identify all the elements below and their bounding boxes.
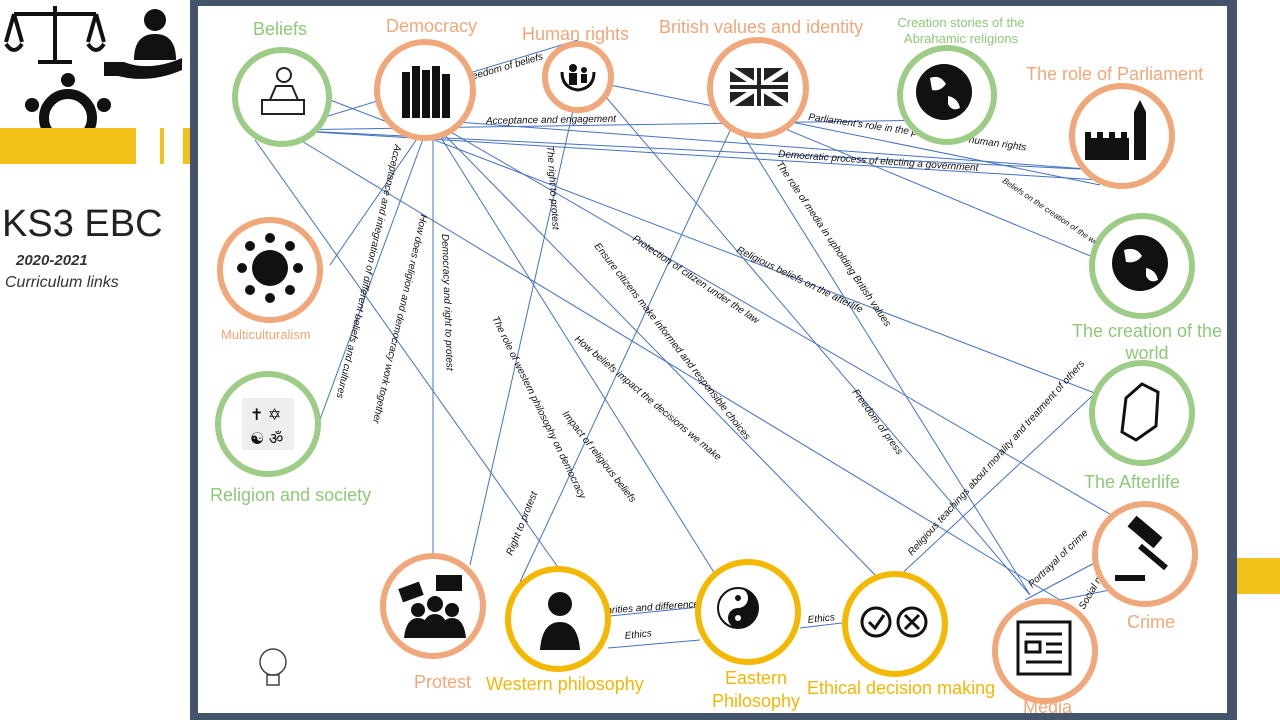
link-line — [1024, 559, 1101, 601]
afterlife-node[interactable] — [1089, 360, 1195, 466]
gold-bar-mid — [160, 128, 164, 164]
year-label: 2020-2021 — [16, 252, 88, 269]
link-line — [799, 621, 851, 629]
raised-hands-icon — [402, 66, 450, 118]
node-label-media: Media — [1023, 697, 1073, 717]
link-line — [469, 79, 581, 566]
link-label: Ethics — [807, 612, 835, 626]
link-line — [429, 119, 721, 583]
parliament-icon — [1085, 100, 1146, 160]
node-label-beliefs: Beliefs — [253, 19, 308, 39]
ethical-decision-node[interactable] — [842, 571, 948, 677]
yin-yang-icon — [717, 587, 759, 629]
human-rights-node[interactable] — [542, 41, 614, 113]
node-label-creation-stories: Creation stories of the Abrahamic religi… — [897, 15, 1025, 46]
person-reading-icon — [261, 67, 305, 115]
link-line — [429, 119, 1121, 521]
link-label: Impact of religious beliefs — [560, 409, 638, 505]
multicultural-world-icon — [237, 233, 303, 303]
gold-bar-left — [0, 128, 136, 164]
lightbulb-brain-icon — [259, 648, 287, 686]
link-label: Democratic process of electing a governm… — [778, 149, 980, 174]
globe-icon — [916, 64, 972, 120]
gavel-icon — [1115, 515, 1168, 581]
left-panel: KS3 EBC 2020-2021 Curriculum links — [0, 0, 190, 720]
node-label-democracy: Democracy — [386, 16, 478, 36]
beliefs-node[interactable] — [232, 47, 332, 147]
mind-map-canvas: Freedom of beliefs Acceptance and engage… — [198, 6, 1227, 713]
node-label-crime: Crime — [1127, 612, 1175, 632]
node-label-religion-society: Religion and society — [210, 485, 372, 505]
link-line — [739, 129, 1031, 596]
link-line — [329, 119, 431, 266]
media-node[interactable] — [992, 598, 1098, 704]
node-label-afterlife: The Afterlife — [1084, 472, 1181, 492]
link-label: The role of media in upholding British v… — [774, 160, 893, 329]
philosopher-bust-icon — [540, 592, 580, 650]
link-label: Religious teachings about morality and t… — [906, 359, 1087, 558]
node-label-eastern-philosophy: Eastern Philosophy — [711, 668, 801, 711]
link-line — [599, 89, 1031, 596]
globe-icon — [1112, 235, 1168, 291]
link-line — [254, 139, 561, 571]
link-line — [519, 119, 736, 583]
union-jack-icon — [728, 65, 790, 109]
link-label: Democracy and right to protest — [439, 234, 455, 372]
link-label: Ethics — [624, 628, 652, 642]
node-label-protest: Protest — [414, 672, 472, 692]
svg-text:✝ ✡: ✝ ✡ — [250, 407, 281, 424]
western-philosophy-node[interactable] — [505, 566, 611, 672]
link-line — [609, 84, 1101, 186]
protest-signs-icon — [398, 575, 466, 638]
link-line — [894, 369, 1121, 581]
link-label: Acceptance and engagement — [485, 114, 617, 127]
node-label-western-philosophy: Western philosophy — [486, 674, 644, 694]
link-label: Portrayal of crime — [1026, 528, 1090, 591]
religious-symbols-icon: ✝ ✡ ☯ ॐ — [242, 398, 294, 450]
node-label-role-parliament: The role of Parliament — [1026, 64, 1204, 84]
svg-text:☯ ॐ: ☯ ॐ — [250, 430, 283, 448]
care-icon — [104, 9, 182, 79]
link-label: The right to protest — [544, 145, 561, 231]
link-line — [739, 109, 1101, 261]
link-line — [317, 119, 431, 426]
node-label-human-rights: Human rights — [522, 24, 630, 44]
newspaper-icon — [1016, 620, 1072, 676]
check-cross-icon — [860, 606, 928, 638]
gold-bar-bottom-right — [1236, 558, 1280, 594]
link-line — [299, 139, 1061, 601]
family-hands-icon — [560, 64, 596, 92]
link-line — [607, 639, 701, 649]
subtitle-label: Curriculum links — [5, 274, 119, 291]
ebc-logo-icons — [4, 6, 182, 155]
node-label-british-values: British values and identity — [659, 17, 864, 37]
link-lines: Freedom of beliefs Acceptance and engage… — [215, 37, 1198, 704]
link-label: Freedom of press — [850, 387, 905, 457]
page-title: KS3 EBC — [2, 203, 163, 245]
mind-map-frame: Freedom of beliefs Acceptance and engage… — [190, 0, 1237, 720]
link-line — [429, 119, 881, 581]
node-label-multiculturalism: Multiculturalism — [221, 327, 311, 342]
coffin-icon — [1120, 382, 1160, 442]
link-line — [429, 119, 1101, 171]
scales-icon — [4, 6, 106, 64]
link-line — [1059, 589, 1111, 601]
node-label-creation-world: The creation of the world — [1071, 321, 1223, 363]
gold-bar-right — [183, 128, 190, 164]
node-label-ethical-decision: Ethical decision making — [807, 678, 996, 698]
